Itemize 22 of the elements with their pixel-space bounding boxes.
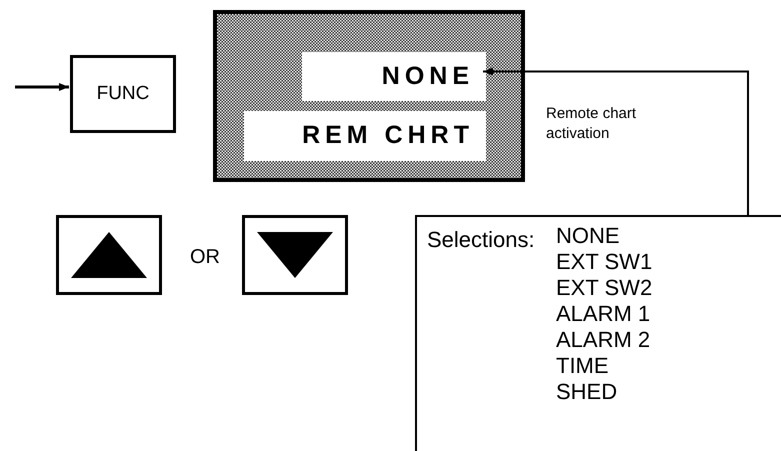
selection-option: ALARM 1 <box>556 301 652 327</box>
selections-panel <box>415 215 781 451</box>
display-field <box>302 52 486 101</box>
up-arrow-key <box>56 215 162 295</box>
arrow <box>15 83 69 91</box>
selection-option: TIME <box>556 353 652 379</box>
selection-option: ALARM 2 <box>556 327 652 353</box>
arrow <box>483 68 749 215</box>
or-text: OR <box>190 245 220 270</box>
selection-option: NONE <box>556 223 652 249</box>
selection-option: EXT SW1 <box>556 249 652 275</box>
selection-option: EXT SW2 <box>556 275 652 301</box>
display-text: NONE <box>382 60 474 92</box>
key-label: FUNC <box>96 82 150 106</box>
note-text: Remote chart activation <box>546 104 638 144</box>
selection-option: SHED <box>556 379 652 405</box>
down-arrow-key <box>242 215 348 295</box>
function-key <box>70 55 176 133</box>
display-panel <box>213 10 525 182</box>
display-field <box>244 111 486 161</box>
selections-heading: Selections: <box>427 226 535 254</box>
display-text: REM CHRT <box>302 120 474 152</box>
